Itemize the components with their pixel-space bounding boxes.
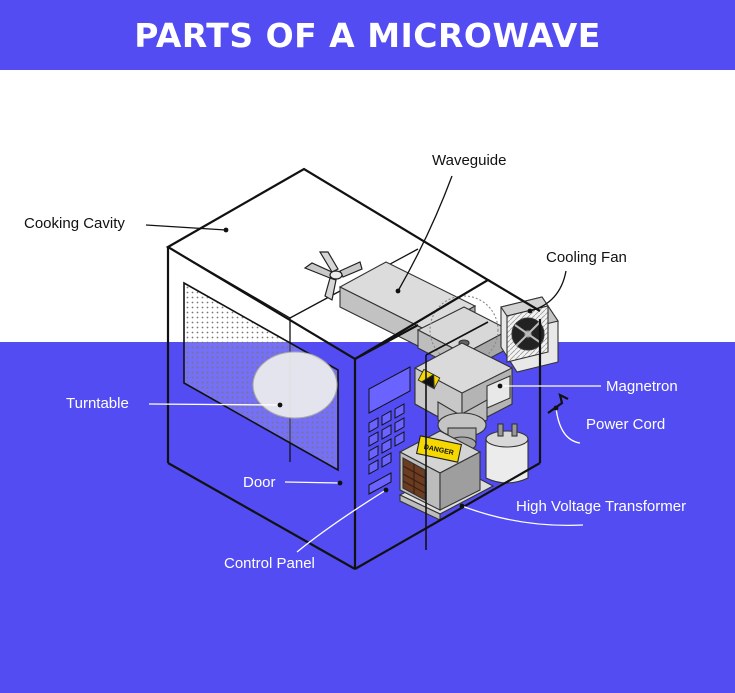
label-control-panel: Control Panel (224, 555, 315, 572)
label-magnetron: Magnetron (606, 378, 678, 395)
cavity-outline (165, 167, 542, 570)
label-cooling-fan: Cooling Fan (546, 249, 627, 266)
label-high-voltage-transformer: High Voltage Transformer (516, 498, 687, 515)
label-power-cord: Power Cord (586, 416, 666, 433)
callout-dots (223, 227, 559, 509)
callout-leaders (145, 175, 601, 553)
label-waveguide: Waveguide (432, 152, 507, 169)
fan-blade-icon (303, 251, 363, 301)
control-panel (368, 366, 411, 495)
title-banner: PARTS OF A MICROWAVE (0, 0, 735, 70)
label-turntable: Turntable (66, 395, 129, 412)
page-title: PARTS OF A MICROWAVE (134, 15, 601, 55)
label-cooking-cavity: Cooking Cavity (24, 215, 125, 232)
background-lower (0, 342, 735, 693)
magnetron (414, 295, 513, 452)
capacitor (485, 423, 529, 484)
label-door: Door (243, 474, 276, 491)
high-voltage-transformer (398, 430, 495, 521)
cooling-fan (500, 296, 559, 373)
power-cord (547, 392, 569, 414)
turntable (252, 351, 338, 419)
